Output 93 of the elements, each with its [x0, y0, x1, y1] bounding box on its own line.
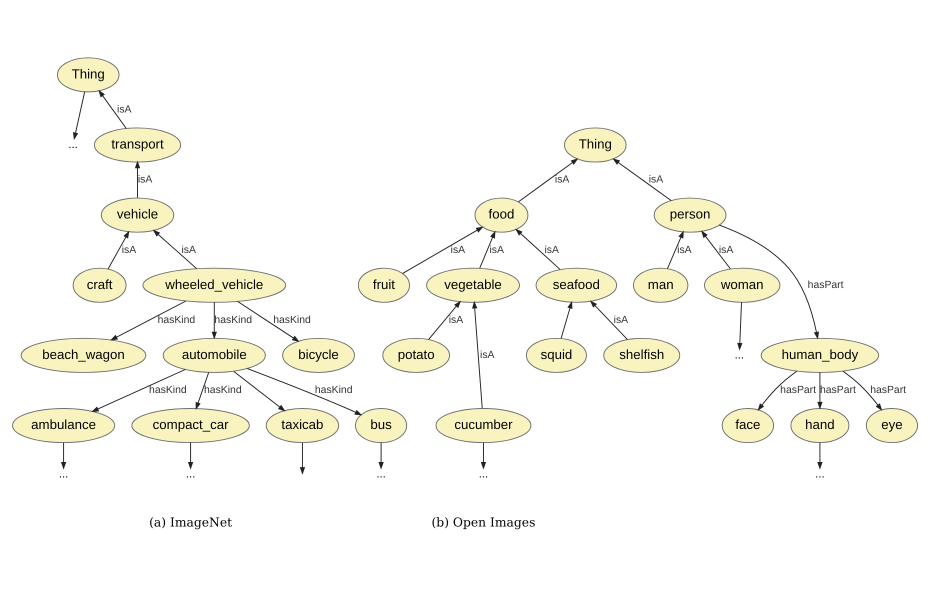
node-ellipse: hand: [790, 408, 850, 443]
edge-label: isA: [544, 244, 559, 256]
arrow: [152, 229, 198, 269]
arrow: [233, 370, 286, 412]
arrow: [212, 301, 217, 339]
node-ellipse: beach_wagon: [20, 337, 146, 372]
node-ellipse: vegetable: [426, 267, 520, 302]
arrow: [515, 228, 560, 270]
arrow: [817, 372, 823, 409]
label: (a) ImageNet: [149, 514, 232, 529]
edge-label: isA: [489, 244, 504, 256]
edge-label: hasKind: [158, 314, 196, 326]
node-ellipse: compact_car: [131, 408, 250, 443]
node-ellipse: bicycle: [282, 337, 355, 372]
node-ellipse: squid: [526, 337, 587, 372]
edge-label: hasKind: [149, 384, 187, 396]
edge-label: hasPart: [808, 279, 844, 290]
arrow: [110, 300, 186, 340]
node-ellipse: vehicle: [100, 197, 174, 232]
node-ellipse: wheeled_vehicle: [142, 267, 286, 302]
arrow: [757, 370, 798, 410]
node-text: ...: [68, 138, 78, 150]
node-text: ...: [478, 468, 488, 480]
edge-label: hasPart: [820, 384, 856, 396]
arrow: [98, 89, 127, 128]
arrow: [72, 91, 86, 140]
edge-label: hasKind: [204, 384, 242, 396]
node-ellipse: taxicab: [266, 408, 340, 443]
node-ellipse: face: [722, 408, 774, 443]
node-ellipse: person: [654, 197, 726, 232]
node-text: ...: [734, 348, 744, 361]
edge-label: isA: [648, 174, 664, 186]
arrow: [842, 370, 882, 410]
arrow: [472, 300, 483, 408]
arrow: [667, 230, 684, 269]
arrow: [108, 230, 130, 270]
arrow: [518, 158, 578, 202]
node-ellipse: Thing: [564, 126, 627, 162]
edge-label: hasPart: [870, 384, 906, 396]
arrow: [60, 442, 66, 470]
edge-label: hasPart: [780, 384, 816, 396]
edge-label: isA: [554, 174, 570, 186]
node-text: ...: [186, 468, 196, 480]
node-text: ...: [815, 468, 825, 480]
arrow: [196, 372, 210, 410]
node-ellipse: transport: [94, 126, 182, 162]
arrow: [701, 230, 731, 269]
node-ellipse: cucumber: [436, 408, 532, 443]
arrow: [402, 226, 484, 274]
edge-label: isA: [122, 244, 136, 256]
node-ellipse: seafood: [536, 267, 618, 302]
edge-label: isA: [480, 350, 494, 361]
node-ellipse: man: [633, 267, 688, 302]
arrow: [91, 368, 186, 412]
edge-label: isA: [677, 244, 692, 256]
node-ellipse: shelfish: [603, 337, 680, 372]
node-ellipse: fruit: [358, 267, 410, 302]
edge-label: hasKind: [273, 314, 311, 326]
arrow: [817, 442, 823, 470]
node-ellipse: ambulance: [12, 408, 116, 443]
arrow: [612, 158, 672, 201]
edge-label: isA: [448, 314, 464, 326]
edge-label: isA: [614, 314, 628, 326]
node-ellipse: Thing: [56, 56, 120, 92]
arrow: [246, 368, 362, 415]
edge-label: hasKind: [214, 314, 252, 326]
edge-label: hasKind: [314, 384, 353, 396]
node-text: ...: [376, 468, 386, 480]
arrow: [590, 300, 628, 340]
node-ellipse: human_body: [760, 337, 880, 372]
edge-label: isA: [138, 174, 152, 186]
arrow: [134, 160, 140, 198]
arrow: [737, 301, 742, 350]
node-text: ...: [58, 468, 68, 480]
edge-label: isA: [181, 244, 196, 256]
arrow: [718, 224, 820, 339]
edge-label: isA: [450, 244, 466, 256]
node-ellipse: eye: [866, 408, 918, 443]
node-ellipse: potato: [382, 337, 450, 372]
arrow: [479, 230, 496, 268]
node-ellipse: craft: [72, 267, 127, 302]
arrow: [560, 300, 572, 338]
arrow: [428, 300, 462, 340]
arrow: [480, 442, 486, 470]
arrow: [237, 300, 300, 342]
edge-label: isA: [117, 104, 132, 116]
node-ellipse: woman: [704, 267, 780, 302]
edge-label: isA: [718, 244, 734, 256]
arrow: [378, 442, 384, 470]
node-ellipse: automobile: [162, 337, 266, 372]
arrow: [188, 442, 194, 470]
label: (b) Open Images: [432, 514, 536, 529]
arrow: [300, 442, 306, 474]
